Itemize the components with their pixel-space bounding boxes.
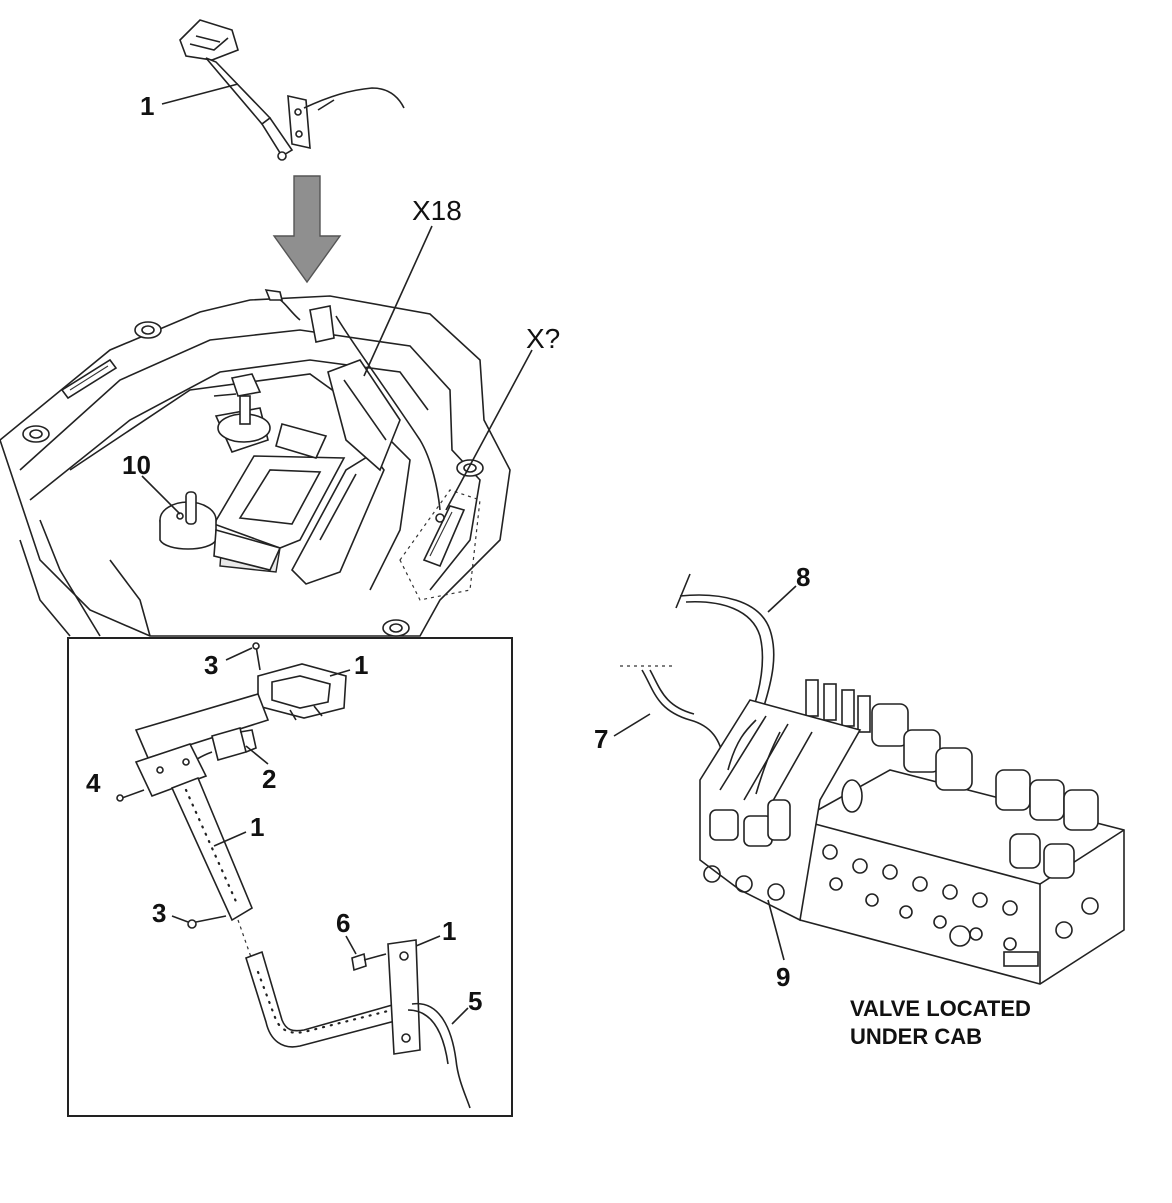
caption-line-2: UNDER CAB bbox=[850, 1024, 982, 1049]
control-valve-illustration bbox=[620, 573, 1125, 985]
caption-line-1: VALVE LOCATED bbox=[850, 996, 1031, 1021]
callout-label: 5 bbox=[468, 986, 482, 1016]
connector-label: X18 bbox=[412, 195, 462, 226]
mount-bushings bbox=[22, 321, 484, 637]
callout-detail-screw-top: 3 bbox=[204, 647, 253, 680]
callout-label: 2 bbox=[262, 764, 276, 794]
connector-x18: X18 bbox=[363, 195, 462, 377]
callout-label: 7 bbox=[594, 724, 608, 754]
callout-detail-switch-top: 1 bbox=[329, 650, 368, 680]
connector-x-unknown: X? bbox=[435, 323, 560, 523]
callout-detail-screw-left: 4 bbox=[86, 768, 101, 798]
callout-label: 1 bbox=[442, 916, 456, 946]
callout-detail-harness: 5 bbox=[451, 986, 482, 1025]
callout-label: 6 bbox=[336, 908, 350, 938]
install-arrow-icon bbox=[272, 175, 342, 284]
callout-label: 10 bbox=[122, 450, 151, 480]
callout-top-pedal: 1 bbox=[140, 83, 239, 121]
callout-label: 1 bbox=[140, 91, 154, 121]
callout-seat-console: 10 bbox=[122, 450, 181, 515]
callout-valve-harness-left: 7 bbox=[594, 713, 651, 754]
callout-valve-body: 9 bbox=[767, 899, 790, 992]
callout-label: 4 bbox=[86, 768, 101, 798]
callout-detail-connector: 2 bbox=[245, 745, 276, 794]
callout-label: 8 bbox=[796, 562, 810, 592]
connector-label: X? bbox=[526, 323, 560, 354]
cab-floor-illustration bbox=[0, 289, 511, 637]
callout-detail-bracket: 1 bbox=[415, 916, 456, 947]
callout-label: 1 bbox=[354, 650, 368, 680]
callout-label: 9 bbox=[776, 962, 790, 992]
valve-bank-fittings bbox=[703, 865, 785, 901]
callout-label: 3 bbox=[152, 898, 166, 928]
manifold-ports bbox=[822, 844, 1099, 951]
callout-detail-arm: 1 bbox=[213, 812, 264, 847]
valve-location-caption: VALVE LOCATED UNDER CAB bbox=[850, 996, 1031, 1049]
callout-label: 1 bbox=[250, 812, 264, 842]
callout-valve-harness-top: 8 bbox=[767, 562, 810, 613]
relief-cartridges bbox=[805, 679, 871, 733]
solenoid-coils bbox=[871, 703, 1099, 879]
detail-exploded-assembly bbox=[116, 642, 471, 1109]
callout-detail-bolt: 6 bbox=[336, 908, 357, 955]
pedal-assembly-overview bbox=[179, 19, 405, 161]
callout-label: 3 bbox=[204, 650, 218, 680]
callout-detail-screw-mid: 3 bbox=[152, 898, 189, 928]
